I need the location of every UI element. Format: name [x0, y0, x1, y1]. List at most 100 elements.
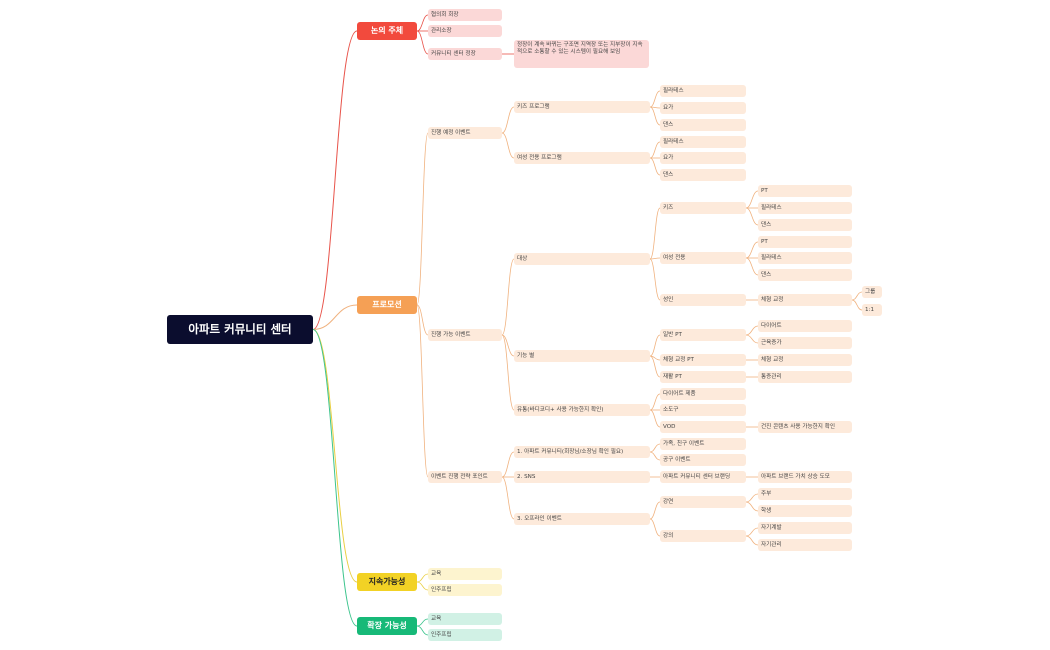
connector-line: [416, 30, 429, 55]
node-l3[interactable]: 3. 오프라인 이벤트: [514, 513, 650, 525]
node-l2[interactable]: 커뮤니티 센터 정장: [428, 48, 502, 60]
node-l4[interactable]: 다이어트 제품: [660, 388, 746, 400]
connector-line: [745, 493, 759, 503]
node-l4[interactable]: 여성 전용: [660, 252, 746, 264]
node-l4[interactable]: 일반 PT: [660, 329, 746, 341]
node-l5[interactable]: 필라테스: [758, 202, 852, 214]
node-l5[interactable]: 체형 교정: [758, 354, 852, 366]
node-l3[interactable]: 기능 별: [514, 350, 650, 362]
node-l4[interactable]: 강연: [660, 496, 746, 508]
node-l3[interactable]: 정장이 계속 바뀌는 구조면 지역장 또는 지부장이 지속적으로 소통할 수 있…: [514, 40, 649, 68]
node-l6[interactable]: 그룹: [862, 286, 882, 298]
node-l3[interactable]: 키즈 프로그램: [514, 101, 650, 113]
connector-line: [312, 304, 358, 330]
node-l2[interactable]: 교육: [428, 568, 502, 580]
connector-line: [649, 501, 661, 520]
node-l4[interactable]: 가족, 친구 이벤트: [660, 438, 746, 450]
node-l2[interactable]: 인주프립: [428, 629, 502, 641]
node-l5[interactable]: 다이어트: [758, 320, 852, 332]
node-l3[interactable]: 여성 전용 프로그램: [514, 152, 650, 164]
node-l4[interactable]: 아파트 커뮤니티 센터 브랜딩: [660, 471, 746, 483]
connector-line: [745, 535, 759, 546]
connector-line: [416, 625, 429, 636]
connector-line: [416, 573, 429, 583]
branch-node[interactable]: 지속가능성: [357, 573, 417, 591]
connector-line: [649, 157, 661, 176]
connector-line: [649, 334, 661, 357]
connector-line: [745, 257, 759, 276]
node-l4[interactable]: VOD: [660, 421, 746, 433]
connector-line: [649, 257, 661, 260]
node-l4[interactable]: 체형 교정 PT: [660, 354, 746, 366]
node-l3[interactable]: 1. 아파트 커뮤니티(회장님/소장님 확인 필요): [514, 446, 650, 458]
node-l5[interactable]: 아파트 브랜드 가치 상승 도모: [758, 471, 852, 483]
node-l4[interactable]: 공구 이벤트: [660, 454, 746, 466]
node-l2[interactable]: 관리소장: [428, 25, 502, 37]
connector-line: [649, 443, 661, 453]
node-l5[interactable]: 댄스: [758, 269, 852, 281]
connector-line: [312, 329, 358, 627]
node-l5[interactable]: 자기관리: [758, 539, 852, 551]
connector-line: [501, 334, 515, 357]
branch-node[interactable]: 프로모션: [357, 296, 417, 314]
node-l2[interactable]: 인주프립: [428, 584, 502, 596]
connector-line: [745, 501, 759, 512]
connector-line: [745, 527, 759, 537]
connector-line: [851, 299, 863, 311]
node-l2[interactable]: 협의회 회장: [428, 9, 502, 21]
node-l4[interactable]: 재활 PT: [660, 371, 746, 383]
node-l4[interactable]: 요가: [660, 102, 746, 114]
connector-line: [851, 291, 863, 301]
node-l3[interactable]: 2. SNS: [514, 471, 650, 483]
node-l3[interactable]: 유통(바디코디+ 사용 가능한지 확인): [514, 404, 650, 416]
connector-line: [312, 329, 358, 583]
connector-line: [501, 132, 515, 159]
connector-line: [649, 393, 661, 411]
node-l5[interactable]: 자기계발: [758, 522, 852, 534]
branch-node[interactable]: 확장 가능성: [357, 617, 417, 635]
connector-line: [649, 355, 661, 378]
node-l5[interactable]: 주부: [758, 488, 852, 500]
node-l5[interactable]: 학생: [758, 505, 852, 517]
node-l2[interactable]: 진행 가능 이벤트: [428, 329, 502, 341]
node-l5[interactable]: 댄스: [758, 219, 852, 231]
branch-node[interactable]: 논의 주체: [357, 22, 417, 40]
connector-line: [745, 241, 759, 259]
connector-line: [745, 325, 759, 336]
node-l4[interactable]: 필라테스: [660, 136, 746, 148]
node-l4[interactable]: 댄스: [660, 119, 746, 131]
connector-line: [649, 141, 661, 159]
connector-line: [501, 334, 515, 411]
node-l4[interactable]: 요가: [660, 152, 746, 164]
node-l5[interactable]: 통증관리: [758, 371, 852, 383]
node-l5[interactable]: 근육증가: [758, 337, 852, 349]
node-l4[interactable]: 키즈: [660, 202, 746, 214]
node-l6[interactable]: 1:1: [862, 304, 882, 316]
node-l5[interactable]: 체형 교정: [758, 294, 852, 306]
node-l4[interactable]: 댄스: [660, 169, 746, 181]
node-l4[interactable]: 강의: [660, 530, 746, 542]
node-l5[interactable]: PT: [758, 236, 852, 248]
node-l2[interactable]: 진행 예정 이벤트: [428, 127, 502, 139]
node-l4[interactable]: 필라테스: [660, 85, 746, 97]
node-l5[interactable]: 건진 콘텐츠 사용 가능한지 확인: [758, 421, 852, 433]
node-l5[interactable]: PT: [758, 185, 852, 197]
node-l5[interactable]: 필라테스: [758, 252, 852, 264]
node-l4[interactable]: 성인: [660, 294, 746, 306]
connector-line: [416, 618, 429, 627]
connector-line: [745, 334, 759, 344]
connector-line: [501, 451, 515, 478]
connector-line: [501, 106, 515, 134]
connector-line: [649, 90, 661, 108]
connector-line: [416, 304, 429, 478]
node-l3[interactable]: 대상: [514, 253, 650, 265]
connector-line: [501, 258, 515, 336]
connector-line: [416, 304, 429, 336]
root-node[interactable]: 아파트 커뮤니티 센터: [167, 315, 313, 344]
connector-line: [649, 106, 661, 126]
node-l2[interactable]: 교육: [428, 613, 502, 625]
node-l4[interactable]: 소도구: [660, 404, 746, 416]
node-l2[interactable]: 이벤트 진행 전략 포인트: [428, 471, 502, 483]
connector-line: [649, 409, 661, 428]
